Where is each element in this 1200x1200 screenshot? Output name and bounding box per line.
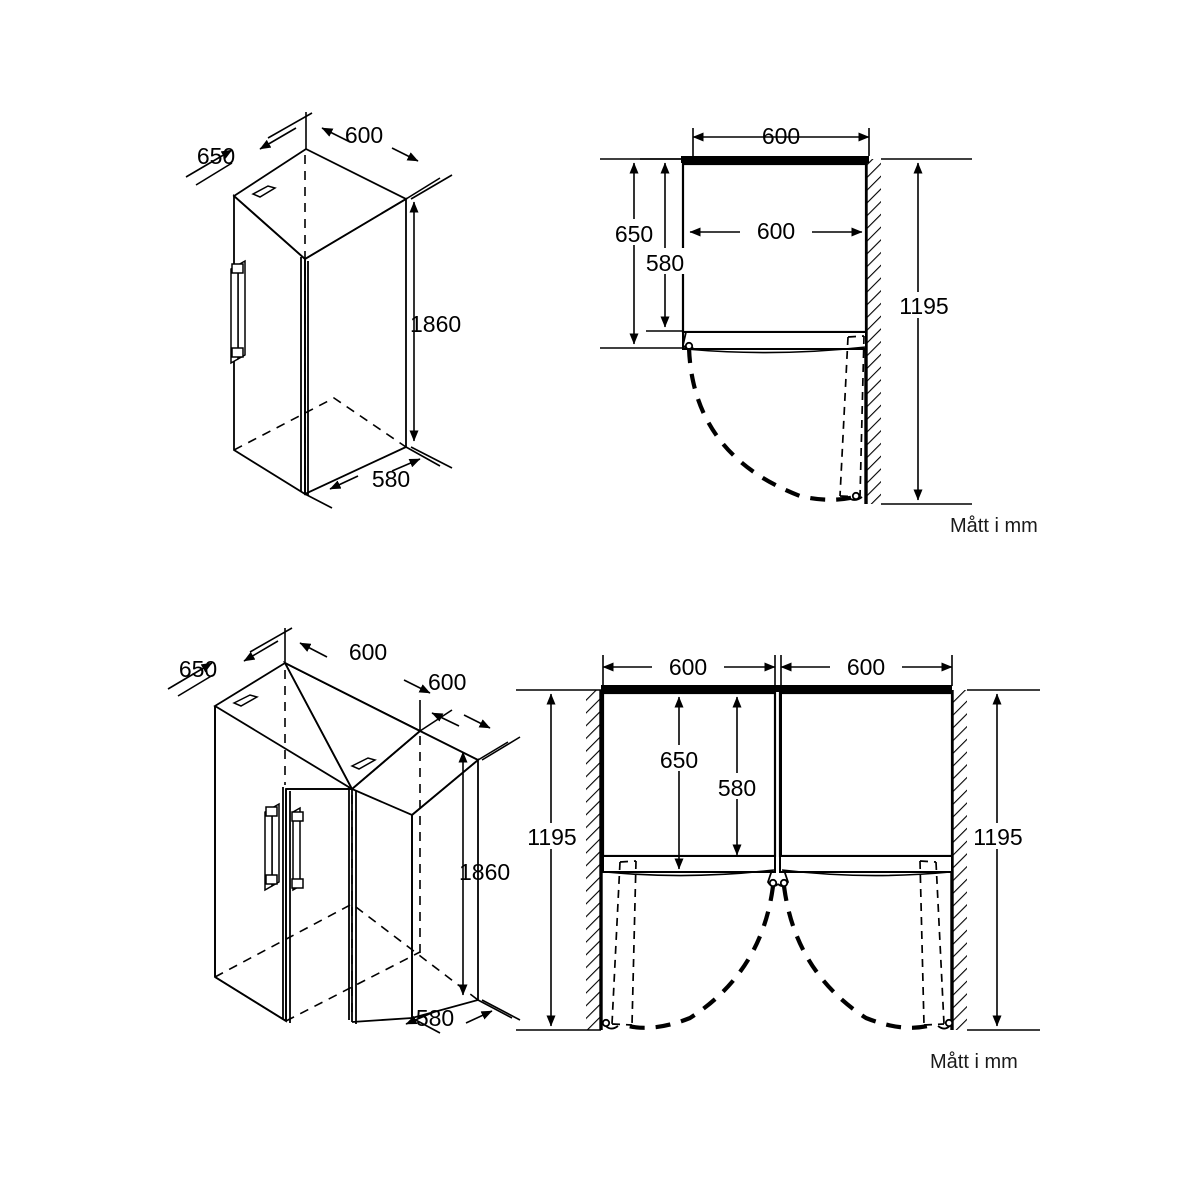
door-handle <box>230 259 246 365</box>
dimension-1860-height <box>409 174 453 469</box>
top-handle-detail <box>251 185 277 198</box>
dimension-label-600-pair-right: 600 <box>428 669 466 695</box>
dimension-label-580-depth: 580 <box>372 466 410 492</box>
label-mask-650-plan <box>608 219 662 245</box>
dimension-label-1195-pairplan-left: 1195 <box>527 824 576 850</box>
dimension-label-600-width: 600 <box>345 122 383 148</box>
dimension-650-depth <box>185 112 313 186</box>
wall-left <box>586 690 603 1030</box>
units-note-bottom: Mått i mm <box>930 1051 1018 1073</box>
dimension-label-600-pairplan-left: 600 <box>669 654 707 680</box>
wall-right <box>950 690 967 1030</box>
dimension-580-depth <box>304 446 441 509</box>
door-open-hinge <box>847 491 863 501</box>
pair-door-handles <box>264 802 304 892</box>
dimension-580-pair <box>405 999 513 1034</box>
pair-top-divider <box>284 662 353 790</box>
pair-top-handles <box>232 694 377 770</box>
dimension-label-1860-height: 1860 <box>410 311 461 337</box>
dimension-label-650-pairplan: 650 <box>660 747 698 773</box>
dimension-600-top <box>692 128 870 156</box>
dimension-1195-plan <box>881 158 972 505</box>
dimension-label-580-plan: 580 <box>646 250 684 276</box>
pair-door-leaves <box>602 855 953 877</box>
door-swing-arc <box>686 347 856 502</box>
dimension-label-1860-pair: 1860 <box>459 859 510 885</box>
dimension-label-1195-pairplan-right: 1195 <box>973 824 1022 850</box>
dimension-label-600-top: 600 <box>762 123 800 149</box>
label-mask-1195-plan <box>893 292 955 318</box>
dimension-label-580-pair: 580 <box>416 1005 454 1031</box>
dimension-label-650-pair: 650 <box>179 656 217 682</box>
view-top-left-isometric: 650 600 1860 580 <box>185 112 461 509</box>
dimension-label-580-pairplan: 580 <box>718 775 756 801</box>
cabinet-plan-right <box>778 691 954 858</box>
label-mask-1195-right <box>967 823 1029 849</box>
pair-hidden-edges <box>214 670 479 1022</box>
dimension-label-650-depth: 650 <box>197 143 235 169</box>
hidden-edges <box>233 155 407 490</box>
dimension-label-600-inner-text: 600 <box>757 218 795 244</box>
pair-back-panel <box>601 685 952 692</box>
units-note-top: Mått i mm <box>950 515 1038 537</box>
dimension-1195-pairplan-left <box>516 689 601 1031</box>
label-mask-580-pp <box>709 773 765 799</box>
label-mask-1195-left <box>521 823 583 849</box>
label-mask-600-inner <box>740 219 812 243</box>
label-mask-650-pp <box>651 745 707 771</box>
view-top-right-plan: 600 600 600 650 580 1195 <box>600 123 1038 537</box>
label-mask-580-plan <box>639 248 693 274</box>
label-mask-600-pp-left <box>652 653 724 679</box>
dimension-600-width <box>305 112 441 200</box>
dimension-1860-pair <box>458 736 521 1021</box>
dimension-label-600-pairplan-right: 600 <box>847 654 885 680</box>
wall <box>864 159 881 504</box>
label-mask-600-pp-right <box>830 653 902 679</box>
dimension-1195-pairplan-right <box>967 689 1040 1031</box>
cabinet-back-panel <box>681 156 869 163</box>
door-leaf-closed <box>682 331 867 354</box>
pair-door-open-positions <box>611 860 945 1026</box>
dimension-580-plan <box>640 158 684 332</box>
pair-open-hinges <box>601 1018 954 1030</box>
dimension-600-pair-right <box>419 700 509 761</box>
pair-centre-divider <box>774 692 782 870</box>
cabinet-plan-outline <box>681 162 868 334</box>
view-bottom-right-plan: 600 600 650 580 1195 <box>516 653 1040 1073</box>
view-bottom-left-isometric: 650 600 600 1860 <box>167 627 521 1034</box>
dimension-label-650-plan: 650 <box>615 221 653 247</box>
dimension-label-600-pair-left: 600 <box>349 639 387 665</box>
dimension-label-1195-plan: 1195 <box>899 293 948 319</box>
door-edge-gap <box>300 257 309 496</box>
